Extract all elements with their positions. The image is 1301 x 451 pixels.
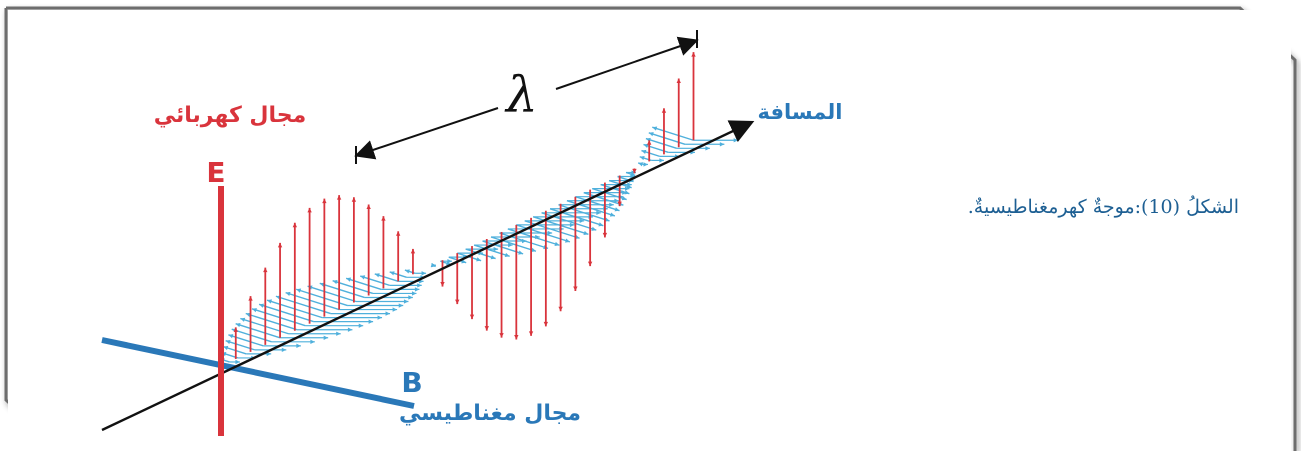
- figure-caption: الشكلُ (10):موجةٌ كهرمغناطيسيةٌ.: [819, 196, 1239, 218]
- electric-symbol-label: E: [206, 156, 225, 189]
- electric-field-label: مجال كهربائي: [154, 103, 307, 128]
- magnetic-field-label: مجال مغناطيسي: [399, 401, 581, 426]
- distance-label: المسافة: [758, 100, 843, 124]
- card-body: [8, 10, 1291, 451]
- magnetic-symbol-label: B: [401, 366, 422, 399]
- wavelength-label: λ: [504, 66, 538, 124]
